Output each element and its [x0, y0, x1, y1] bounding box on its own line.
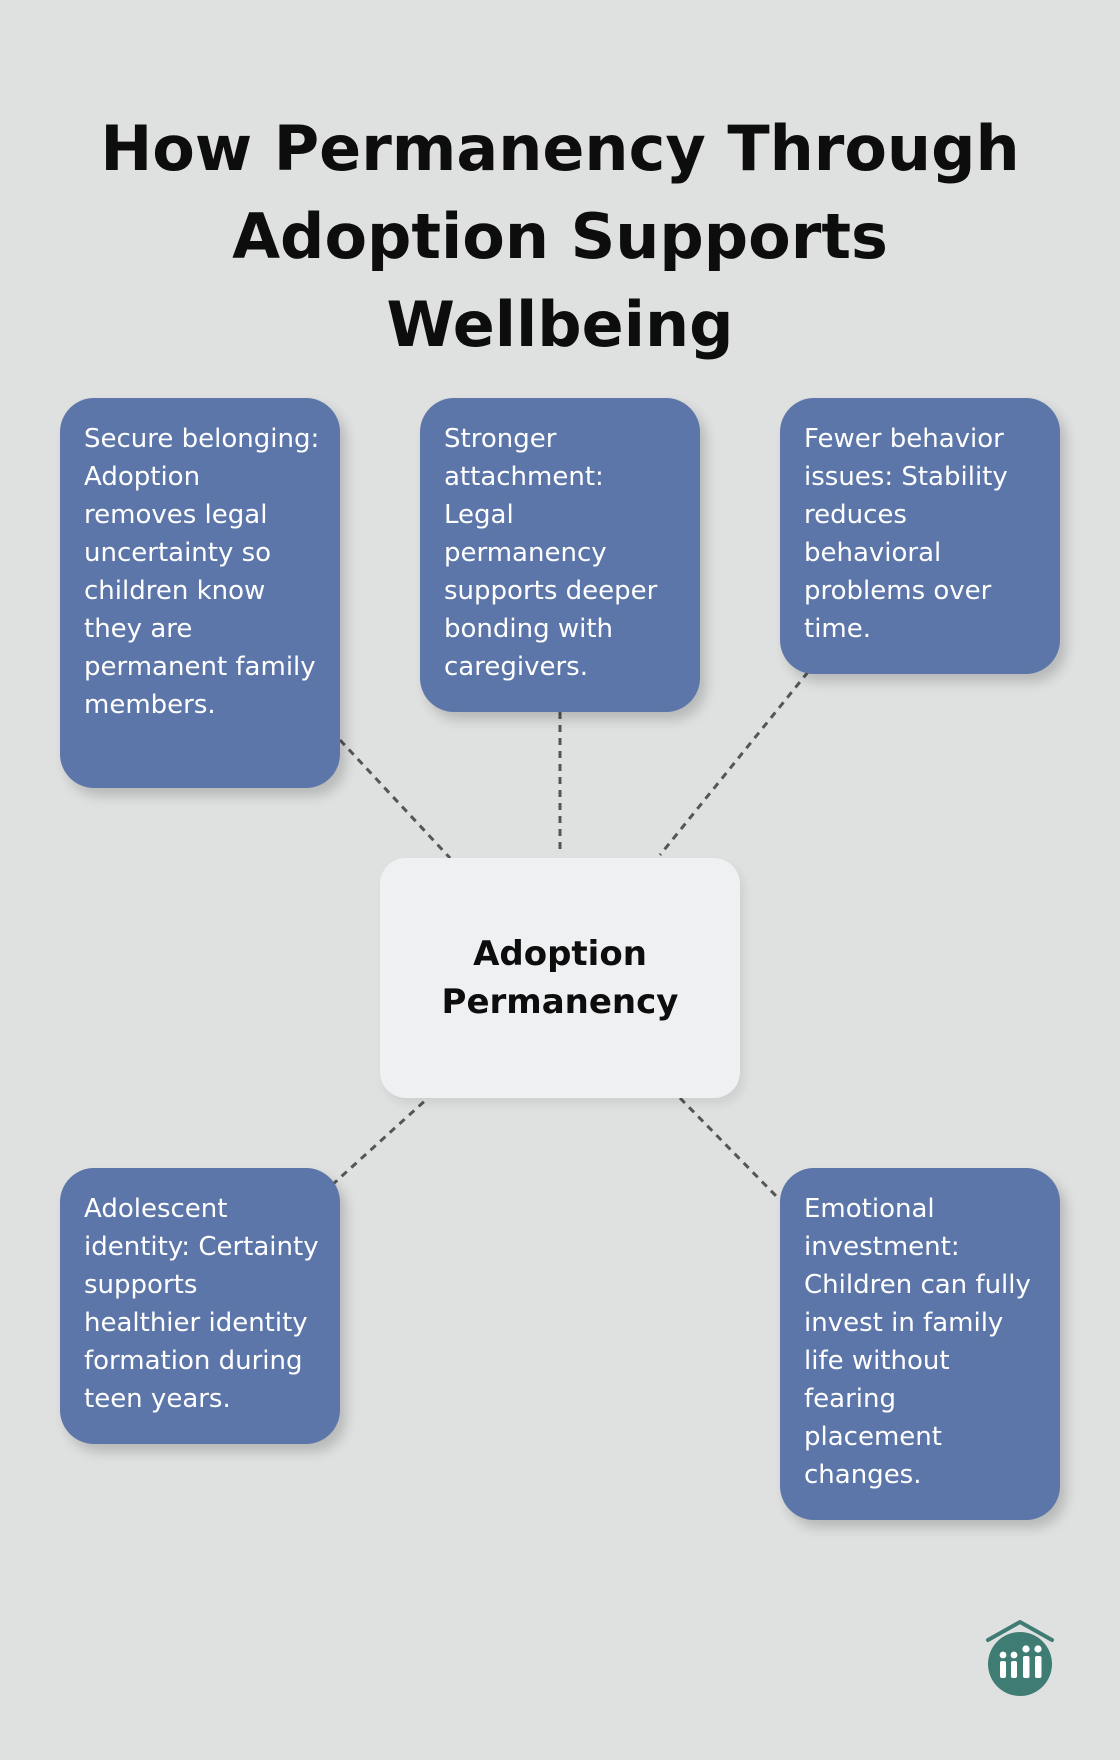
connector-adolescent-identity [330, 1096, 430, 1187]
family-house-logo-icon [986, 1620, 1054, 1696]
title-line-2: Adoption Supports Wellbeing [232, 200, 888, 361]
card-fewer-behavior-issues: Fewer behavior issues: Stability reduces… [780, 398, 1060, 674]
page-title: How Permanency Through Adoption Supports… [60, 105, 1060, 369]
card-adolescent-identity: Adolescent identity: Certainty supports … [60, 1168, 340, 1444]
card-stronger-attachment: Stronger attachment: Legal permanency su… [420, 398, 700, 712]
connector-emotional-investment [678, 1096, 782, 1202]
center-node: Adoption Permanency [380, 858, 740, 1098]
title-line-1: How Permanency Through [100, 112, 1020, 185]
card-emotional-investment: Emotional investment: Children can fully… [780, 1168, 1060, 1520]
connector-fewer-behavior-issues [658, 671, 810, 856]
card-secure-belonging: Secure belonging: Adoption removes legal… [60, 398, 340, 788]
center-label: Adoption Permanency [441, 934, 679, 1022]
connector-secure-belonging [338, 738, 452, 860]
